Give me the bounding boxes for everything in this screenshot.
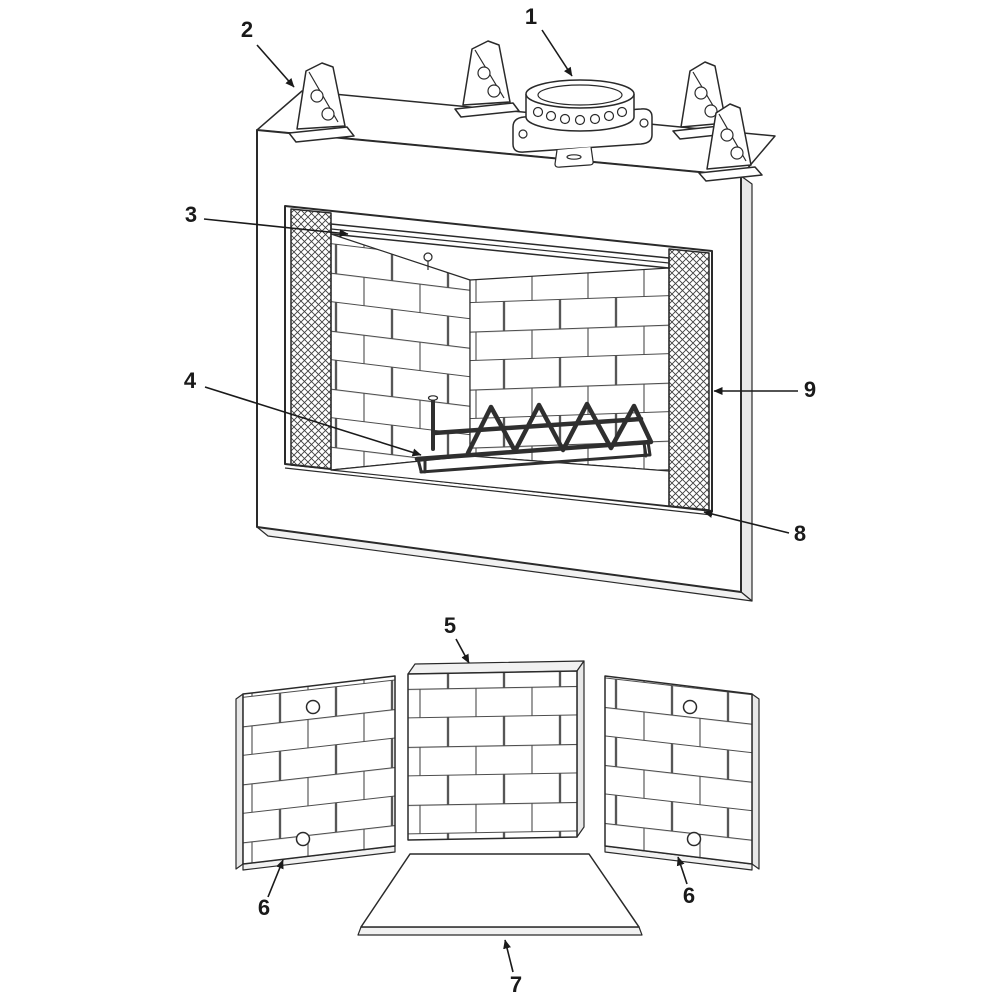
collar-hole [545,110,557,122]
collar-hole [559,113,571,125]
hearth-floor-panel [357,853,643,936]
callout-label-1: 1 [525,4,537,29]
callout-label-9: 9 [804,377,816,402]
refractory-panel-right [604,675,760,871]
collar-hole [603,110,615,122]
mesh-column-right [668,248,710,511]
bracket-hole [704,104,718,118]
bracket-hole [730,146,744,160]
mounting-bracket-left [288,62,355,143]
callout-label-4: 4 [184,368,197,393]
plate-hole [518,129,528,139]
callouts: 1 2 3 4 9 8 5 6 6 7 [184,4,816,997]
mounting-hole [305,699,321,715]
leader-line-8 [703,510,790,534]
callout-label-2: 2 [241,17,253,42]
gas-inlet-pipe [427,395,439,451]
bracket-hole [310,89,324,103]
opening-bottom-trim-line [284,467,713,516]
mounting-hole [295,831,311,847]
burner-grate [414,395,654,474]
callout-label-5: 5 [444,613,456,638]
mesh-column-left [290,208,332,470]
mounting-hole [686,831,702,847]
refractory-panel-left [235,675,396,871]
fireplace-assembly [256,40,776,602]
flue-collar [512,79,653,168]
bracket-hole [487,84,501,98]
callout-label-6-left: 6 [258,895,270,920]
bracket-hole [720,128,734,142]
collar-hole [574,114,586,126]
callout-label-6-right: 6 [683,883,695,908]
refractory-panel-back [407,660,585,841]
callout-label-7: 7 [510,972,522,997]
collar-hole [616,106,628,118]
callout-label-3: 3 [185,202,197,227]
bracket-hole [694,86,708,100]
panel-right-edge [740,175,753,602]
plate-hole [639,118,649,128]
leader-line-1 [541,29,573,77]
leader-line-6-left [267,859,284,898]
bracket-hole [477,66,491,80]
collar-rim [525,79,635,109]
collar-hole [589,113,601,125]
collar-rim-inner [537,84,623,106]
leader-line-5 [455,638,470,664]
leader-line-2 [256,44,295,88]
screw-detail [423,252,433,270]
leader-line-6-right [676,856,688,885]
mounting-hole [682,699,698,715]
refractory-panels [235,660,760,936]
leader-line-3 [203,218,349,238]
mounting-bracket-middle [454,40,520,118]
collar-hole [532,106,544,118]
plate-tab [554,146,594,168]
leader-line-7 [503,939,514,973]
firebox-opening [284,205,713,516]
callout-label-8: 8 [794,521,806,546]
bracket-hole [321,107,335,121]
leader-line-4 [204,386,422,457]
mounting-bracket-right-front [698,103,763,182]
